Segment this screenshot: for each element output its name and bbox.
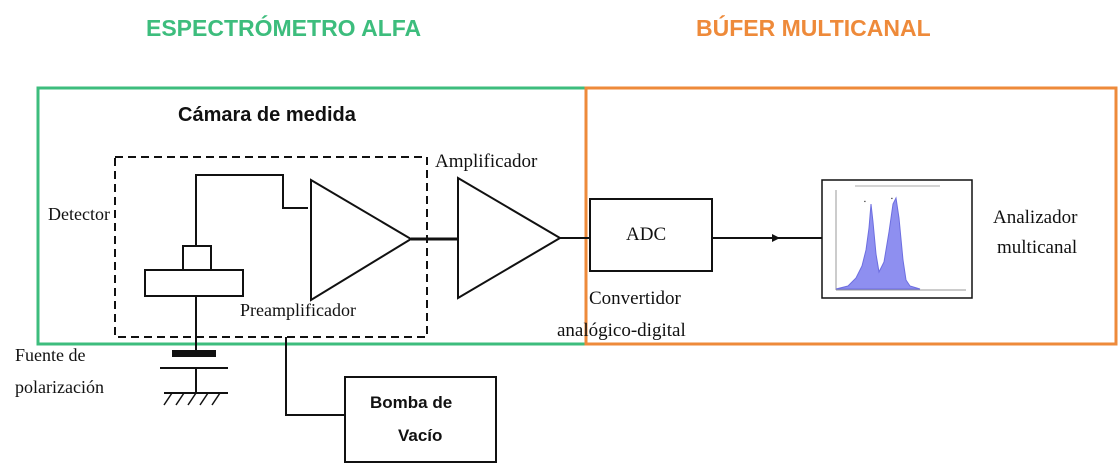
svg-text:▪: ▪ bbox=[864, 200, 866, 205]
analyzer-label-line1: Analizador bbox=[993, 207, 1078, 228]
arrow-head-icon bbox=[772, 234, 780, 242]
detector-to-preamp-wire bbox=[195, 174, 308, 246]
spectrum-thumbnail-icon: ▪ ▪ bbox=[821, 179, 973, 299]
bias-source-symbol-icon bbox=[160, 350, 228, 393]
ground-symbol-icon bbox=[163, 392, 228, 406]
chamber-to-pump-wire bbox=[285, 337, 345, 416]
detector-symbol-icon bbox=[144, 245, 244, 297]
buffer-region-box bbox=[584, 86, 1118, 346]
detector-label: Detector bbox=[48, 204, 110, 224]
converter-label-line1: Convertidor bbox=[589, 288, 681, 309]
bias-label-line2: polarización bbox=[15, 377, 104, 397]
chamber-label: Cámara de medida bbox=[178, 104, 356, 126]
amplifier-triangle-icon bbox=[457, 176, 562, 300]
vacuum-pump-box bbox=[344, 376, 497, 463]
preamplifier-triangle-icon bbox=[310, 178, 413, 302]
adc-box bbox=[589, 198, 713, 272]
pump-label-line1: Bomba de bbox=[370, 393, 453, 412]
adc-label: ADC bbox=[626, 224, 667, 245]
buffer-header: BÚFER MULTICANAL bbox=[696, 15, 931, 41]
spectrometer-header: ESPECTRÓMETRO ALFA bbox=[146, 15, 422, 41]
measurement-chamber-box bbox=[114, 156, 428, 338]
svg-text:▪: ▪ bbox=[891, 197, 893, 202]
bias-label-line1: Fuente de bbox=[15, 345, 86, 365]
preamplifier-label: Preamplificador bbox=[240, 300, 356, 320]
amplifier-label: Amplificador bbox=[435, 151, 538, 172]
analyzer-label-line2: multicanal bbox=[997, 237, 1078, 258]
converter-label-line2: analógico-digital bbox=[557, 320, 686, 341]
pump-label-line2: Vacío bbox=[398, 426, 443, 445]
